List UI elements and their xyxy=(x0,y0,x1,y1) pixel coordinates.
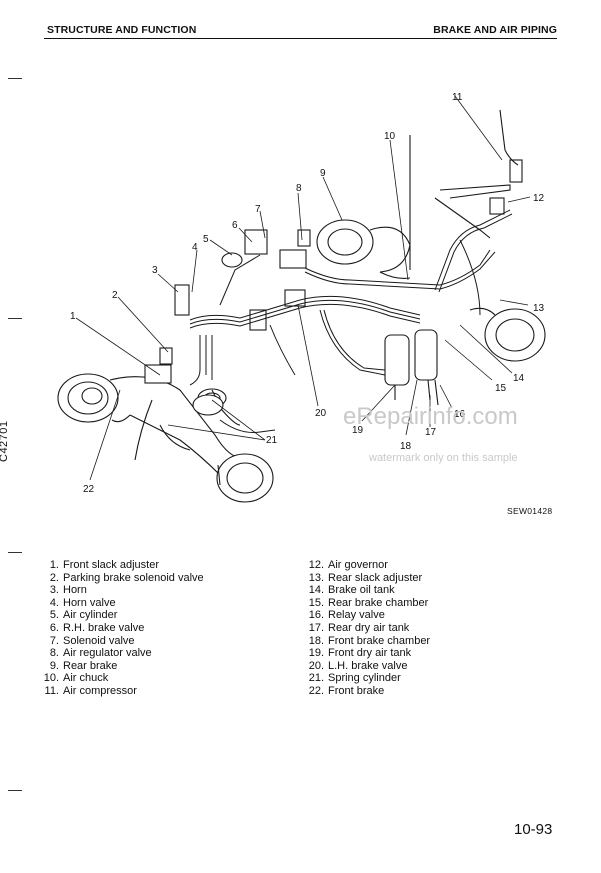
legend-item: 4.Horn valve xyxy=(49,596,116,609)
callout-17: 17 xyxy=(425,427,437,438)
parts-legend-left: 1.Front slack adjuster 2.Parking brake s… xyxy=(42,559,204,698)
page-number: 10-93 xyxy=(514,821,553,838)
legend-item: 19.Front dry air tank xyxy=(308,647,412,660)
callout-5: 5 xyxy=(203,234,209,245)
margin-tick xyxy=(8,78,22,79)
legend-item: 11.Air compressor xyxy=(44,684,137,697)
page-subject: BRAKE AND AIR PIPING xyxy=(433,24,557,36)
legend-item: 2.Parking brake solenoid valve xyxy=(49,571,204,584)
callout-2: 2 xyxy=(112,290,118,301)
legend-item: 10.Air chuck xyxy=(43,672,109,685)
callout-11: 11 xyxy=(452,92,463,103)
callout-14: 14 xyxy=(513,373,525,384)
callout-10: 10 xyxy=(384,131,396,142)
legend-item: 21.Spring cylinder xyxy=(308,672,401,685)
legend-item: 14.Brake oil tank xyxy=(308,584,395,597)
legend-item: 12.Air governor xyxy=(308,559,388,571)
callout-6: 6 xyxy=(232,220,238,231)
brake-air-piping-diagram xyxy=(57,95,546,503)
legend-item: 5.Air cylinder xyxy=(49,609,118,622)
legend-item: 13.Rear slack adjuster xyxy=(308,571,423,584)
side-reference-code: C42701 xyxy=(0,420,10,462)
legend-item: 3.Horn xyxy=(49,584,87,597)
rear-brake-drawing xyxy=(316,219,411,279)
legend-item: 9.Rear brake xyxy=(49,659,118,672)
callout-21: 21 xyxy=(266,435,278,446)
figure-code: SEW01428 xyxy=(507,506,553,516)
legend-item: 8.Air regulator valve xyxy=(49,647,152,660)
header-rule xyxy=(44,38,557,39)
air-piping-lines xyxy=(189,209,513,433)
valve-cluster-drawing xyxy=(174,229,311,426)
air-compressor-drawing xyxy=(409,109,523,270)
legend-item: 6.R.H. brake valve xyxy=(49,621,145,634)
legend-item: 17.Rear dry air tank xyxy=(308,621,410,634)
front-axle-drawing xyxy=(57,347,274,503)
margin-tick xyxy=(8,318,22,319)
legend-item: 16.Relay valve xyxy=(308,609,385,622)
callout-7: 7 xyxy=(255,204,261,215)
legend-item: 15.Rear brake chamber xyxy=(308,596,429,609)
callout-19: 19 xyxy=(352,425,364,436)
callout-leader-lines xyxy=(75,95,531,481)
callout-12: 12 xyxy=(533,193,545,204)
callout-15: 15 xyxy=(495,383,507,394)
callout-16: 16 xyxy=(454,409,466,420)
watermark-note: watermark only on this sample xyxy=(369,452,518,464)
margin-tick xyxy=(8,790,22,791)
callout-4: 4 xyxy=(192,242,198,253)
legend-item: 18.Front brake chamber xyxy=(308,634,431,647)
legend-item: 20.L.H. brake valve xyxy=(308,659,408,672)
legend-item: 7.Solenoid valve xyxy=(49,634,135,647)
parts-legend-right: 12.Air governor 13.Rear slack adjuster 1… xyxy=(307,559,430,698)
callout-1: 1 xyxy=(70,311,76,322)
legend-item: 22.Front brake xyxy=(308,684,385,697)
callout-8: 8 xyxy=(296,183,302,194)
section-title: STRUCTURE AND FUNCTION xyxy=(47,24,197,36)
callout-20: 20 xyxy=(315,408,327,419)
rear-slack-adjuster-drawing xyxy=(469,307,546,362)
margin-tick xyxy=(8,552,22,553)
callout-13: 13 xyxy=(533,303,545,314)
air-tanks-drawing xyxy=(384,329,439,406)
callout-18: 18 xyxy=(400,441,412,452)
callout-3: 3 xyxy=(152,265,158,276)
callout-9: 9 xyxy=(320,168,326,179)
callout-22: 22 xyxy=(83,484,95,495)
legend-item: 1.Front slack adjuster xyxy=(49,559,159,571)
watermark-text: eRepairinfo.com xyxy=(343,403,518,430)
